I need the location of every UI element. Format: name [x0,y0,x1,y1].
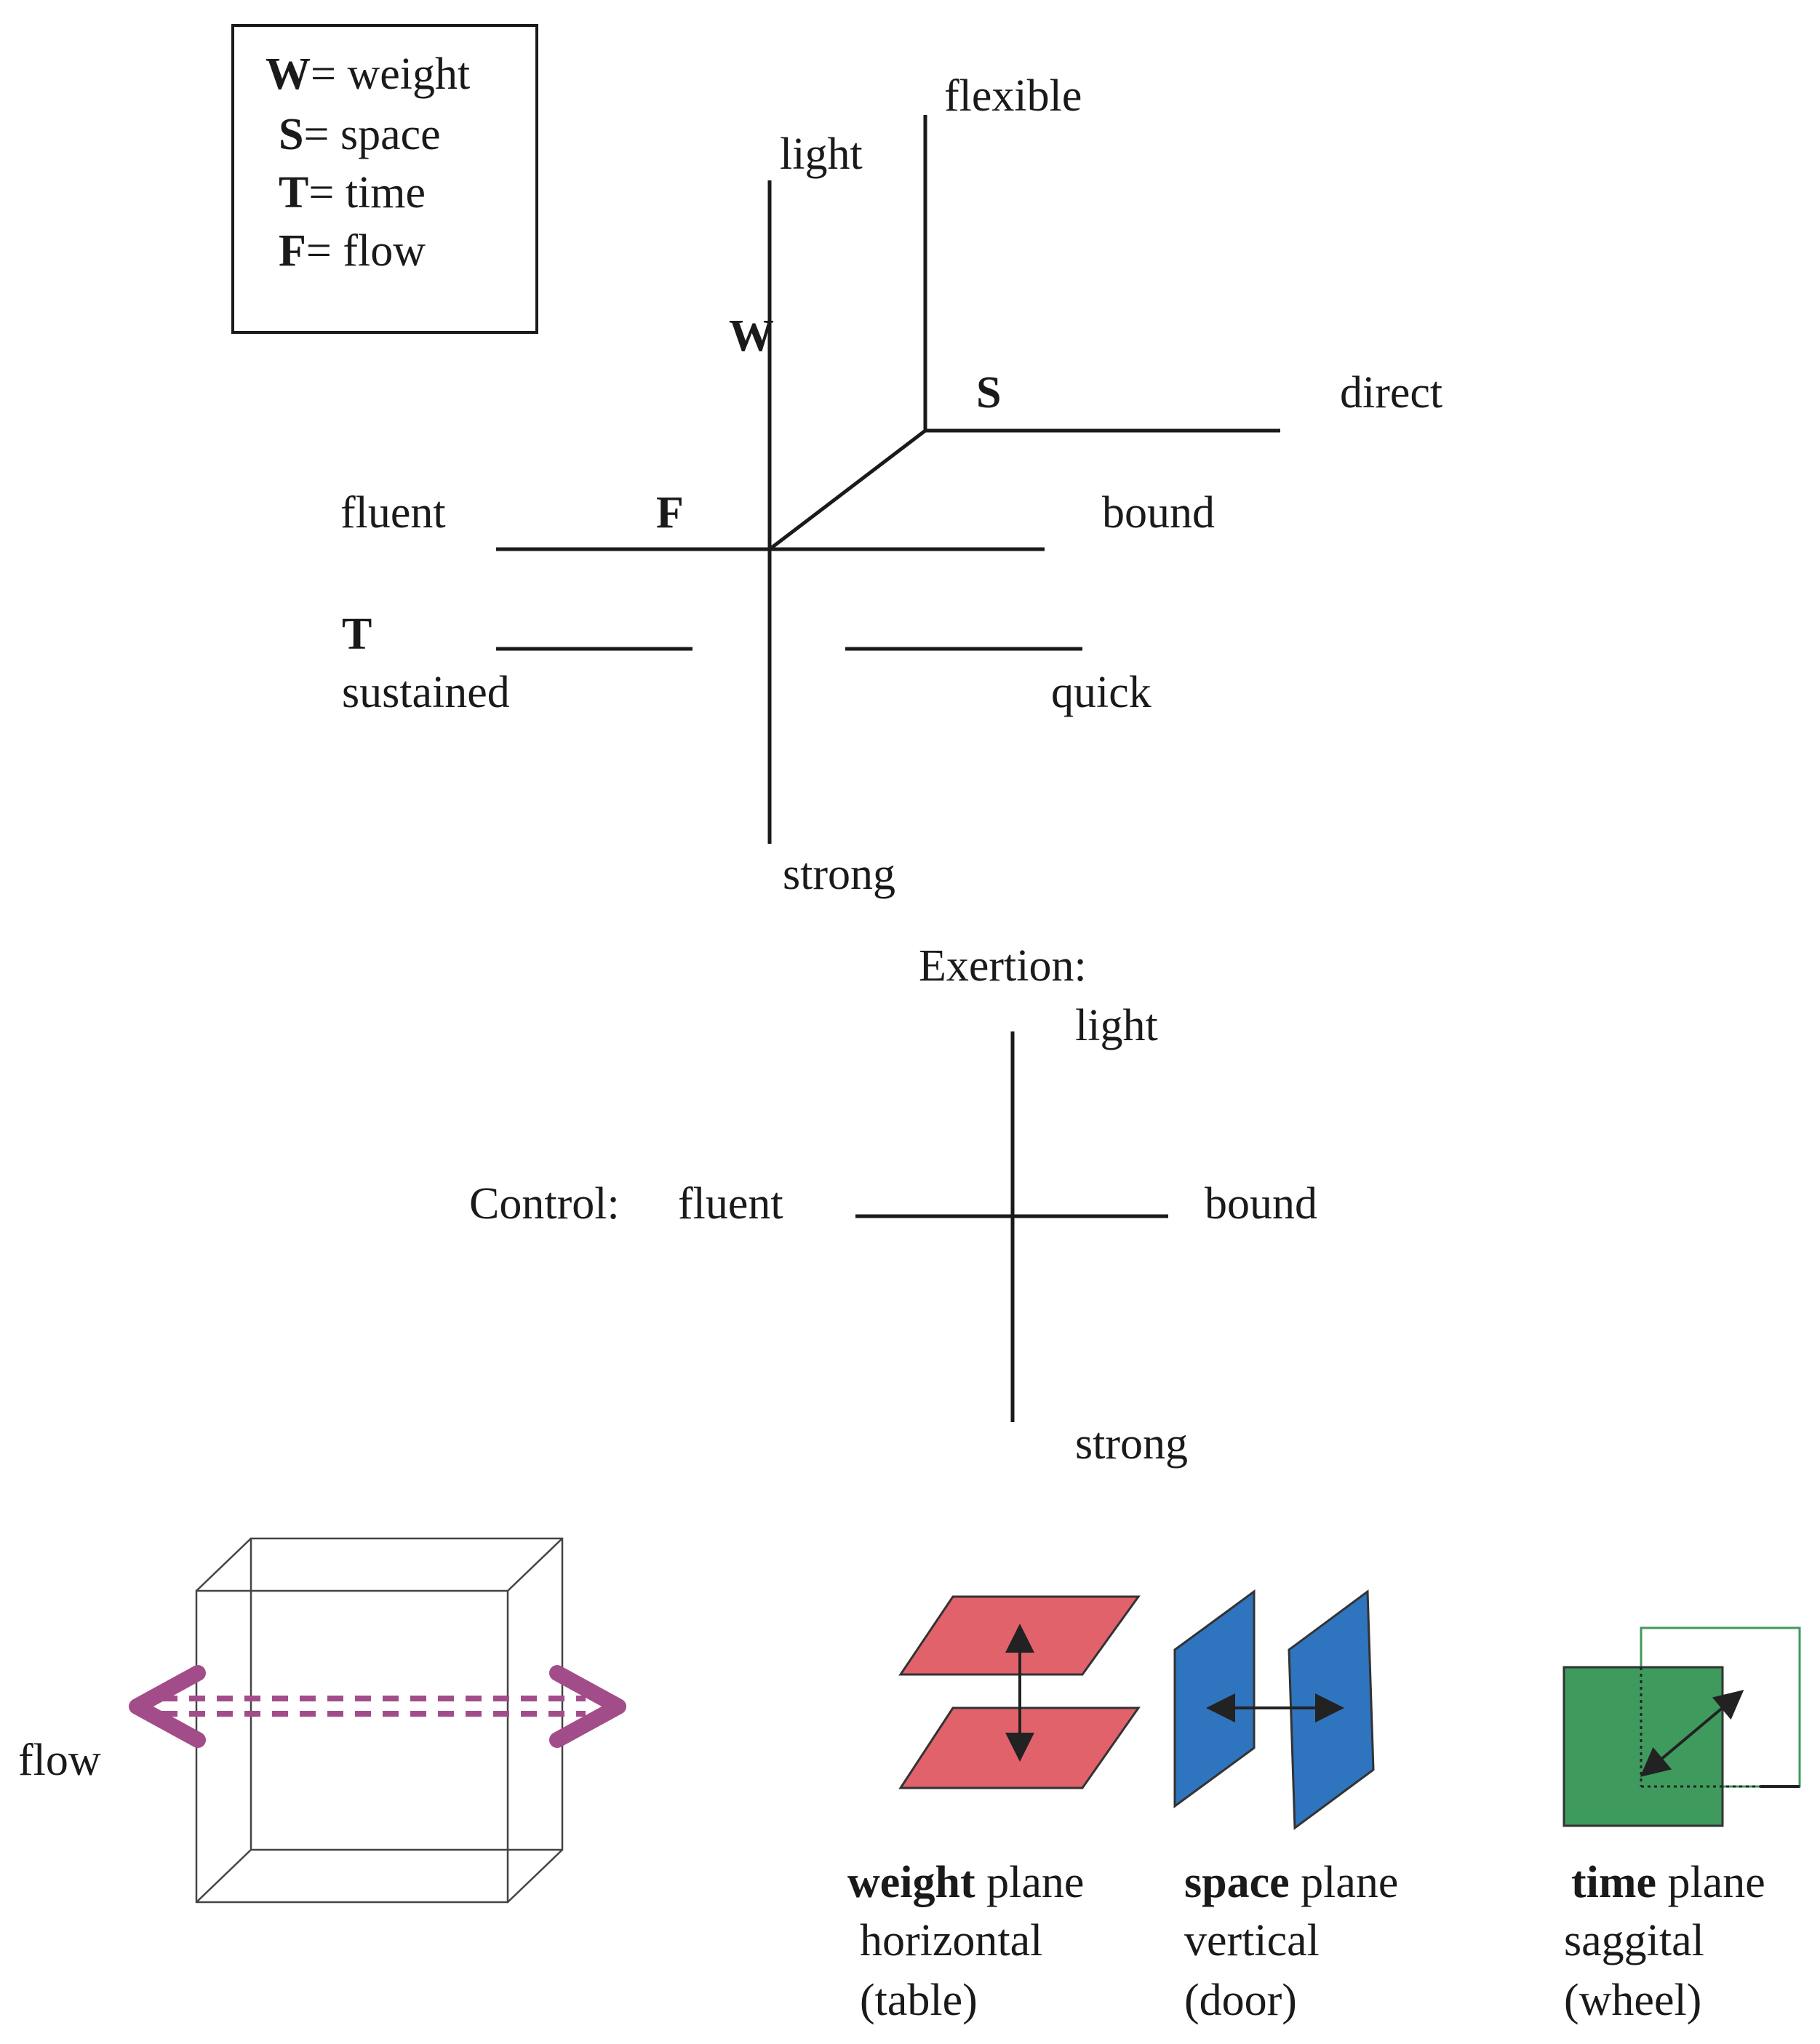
space-plane-right [1288,1589,1375,1830]
weight-plane-orientation: horizontal [860,1916,1042,1965]
space-plane-example: (door) [1184,1976,1297,2025]
legend-item-flow: F= flow [279,226,426,276]
cube-edge [196,1849,252,1903]
exertion-strong-label: strong [1075,1419,1188,1469]
effort-axes: flexible light W S direct fluent F bound… [340,71,1442,899]
legend-box [231,24,538,334]
space-plane-caption: space plane [1184,1858,1398,1907]
space-plane-illustration [1173,1589,1375,1830]
time-sustained-label: sustained [342,668,510,717]
time-letter: T [342,610,372,659]
space-direct-label: direct [1340,368,1442,418]
flow-right-arrow [549,1665,626,1748]
cube-edge [196,1538,252,1592]
control-bound-label: bound [1205,1179,1317,1229]
cube-edge [507,1849,563,1903]
space-diagonal [768,429,927,551]
control-title: Control: [469,1179,620,1229]
flow-bound-label: bound [1102,488,1215,538]
flow-left-arrow [129,1665,206,1748]
space-letter: S [976,368,1001,418]
weight-plane-example: (table) [860,1976,978,2025]
exertion-title: Exertion: [919,941,1087,991]
weight-light-label: light [780,129,863,179]
time-plane-front [1562,1666,1724,1827]
legend-item-time: T= time [279,168,426,217]
space-plane-orientation: vertical [1184,1916,1320,1965]
cube-front-face [195,1589,509,1904]
cube-back-face [250,1537,564,1851]
weight-strong-label: strong [783,850,895,899]
time-plane-orientation: saggital [1564,1916,1704,1965]
flow-cube: flow [18,1537,626,1904]
weight-letter: W [729,311,774,361]
space-plane-left [1173,1589,1256,1808]
control-fluent-label: fluent [678,1179,783,1229]
time-plane-illustration [1562,1626,1801,1827]
flow-cube-label: flow [18,1736,101,1785]
flow-letter: F [656,488,684,538]
time-plane-example: (wheel) [1564,1976,1701,2025]
legend: W= weight S= space T= time F= flow [231,24,538,334]
flow-fluent-label: fluent [340,488,446,538]
weight-plane-caption: weight plane [847,1858,1084,1907]
time-plane-caption: time plane [1571,1858,1765,1907]
exertion-light-label: light [1075,1001,1158,1050]
legend-item-space: S= space [279,110,441,159]
exertion-control-cross: Exertion: light Control: fluent bound st… [469,941,1317,1469]
time-quick-label: quick [1051,668,1152,717]
space-flexible-label: flexible [944,71,1082,121]
legend-item-weight: W= weight [266,49,470,99]
time-plane-arrow [1640,1690,1744,1777]
cube-edge [507,1538,563,1592]
weight-plane-illustration [898,1595,1141,1789]
plane-captions: weight plane horizontal (table) space pl… [847,1858,1765,2025]
